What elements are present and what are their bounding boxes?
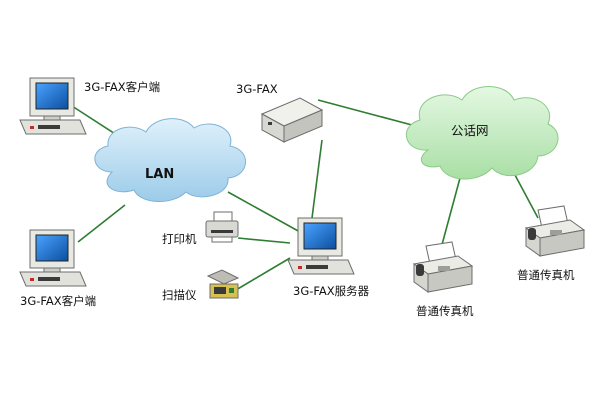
screen <box>35 82 69 110</box>
label-fax-machine-bottom: 普通传真机 <box>416 304 474 318</box>
printer-slot <box>211 230 233 233</box>
lan-cloud <box>94 118 246 203</box>
device-led <box>268 122 272 125</box>
fax-body-side <box>539 229 585 257</box>
scanner-glass <box>214 287 226 294</box>
label-fax-device: 3G-FAX <box>236 82 278 96</box>
label-server: 3G-FAX服务器 <box>293 284 370 298</box>
link-fax-server <box>311 139 323 219</box>
fax-body-side <box>427 265 473 293</box>
connection-links <box>71 99 539 291</box>
link-client-bottom-lan <box>77 204 126 243</box>
scanner-button <box>229 288 234 293</box>
fax-machine-right <box>524 205 586 257</box>
printer-body <box>205 220 239 238</box>
server-computer <box>287 217 355 275</box>
fax-keypad <box>438 266 450 271</box>
drive-slot <box>38 125 60 129</box>
fax-machine-bottom <box>412 241 474 293</box>
label-printer: 打印机 <box>162 232 197 246</box>
monitor-stand <box>43 115 61 121</box>
label-scanner: 扫描仪 <box>162 288 197 302</box>
scanner-lid <box>206 269 240 285</box>
link-lan-server <box>227 191 301 233</box>
monitor-stand <box>311 255 329 261</box>
drive-slot <box>306 265 328 269</box>
screen <box>35 234 69 262</box>
scanner-icon <box>206 269 240 299</box>
device-side <box>283 109 323 143</box>
link-fax-pstn <box>317 99 413 126</box>
output-tray <box>211 236 233 243</box>
link-printer-server <box>237 237 291 244</box>
client-computer-top <box>19 77 87 135</box>
fax-keypad <box>550 230 562 235</box>
screen <box>303 222 337 250</box>
power-led <box>30 126 34 129</box>
power-led <box>30 278 34 281</box>
label-client-top: 3G-FAX客户端 <box>84 80 161 94</box>
drive-slot <box>38 277 60 281</box>
link-pstn-fax-bottom <box>439 177 461 253</box>
link-pstn-fax-right <box>514 174 539 219</box>
power-led <box>298 266 302 269</box>
pstn-cloud <box>405 86 559 180</box>
monitor-stand <box>43 267 61 273</box>
label-pstn: 公话网 <box>451 123 489 138</box>
label-fax-machine-right: 普通传真机 <box>517 268 575 282</box>
printer-icon <box>205 211 239 243</box>
fax-gateway-device <box>260 97 324 143</box>
label-client-bottom: 3G-FAX客户端 <box>20 294 97 308</box>
fax-handset <box>528 228 536 240</box>
label-lan: LAN <box>145 167 175 182</box>
fax-handset <box>416 264 424 276</box>
client-computer-bottom <box>19 229 87 287</box>
link-scanner-server <box>235 257 291 291</box>
